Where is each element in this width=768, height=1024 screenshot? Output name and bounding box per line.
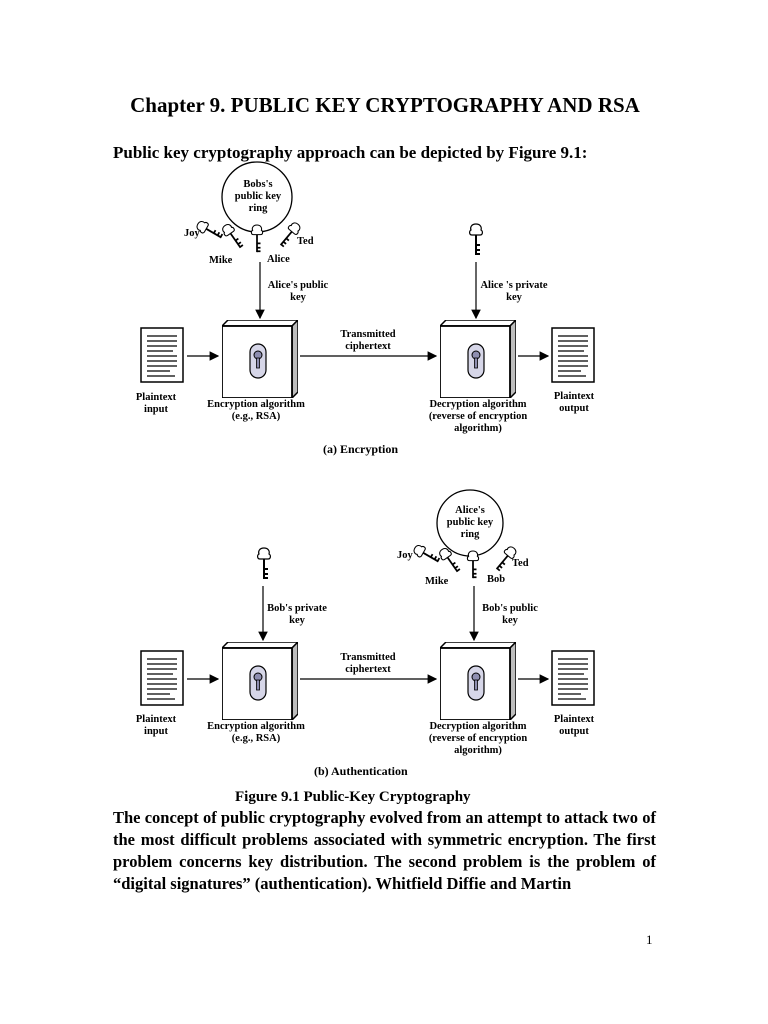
enc-key-a-label: Alice's public key	[267, 280, 329, 303]
plaintext-input-a: Plaintext input	[135, 392, 177, 415]
plaintext-output-a: Plaintext output	[553, 391, 595, 414]
ring-a-name-joy: Joy	[184, 228, 200, 239]
dec-key-a-label: Alice 's private key	[480, 280, 548, 303]
caption-b: (b) Authentication	[314, 764, 408, 778]
ring-b-name-bob: Bob	[487, 574, 506, 585]
plaintext-output-b: Plaintext output	[553, 714, 595, 737]
caption-a: (a) Encryption	[323, 442, 398, 456]
dec-alg-a-label: Decryption algorithm (reverse of encrypt…	[428, 399, 528, 434]
ring-a-name-alice: Alice	[267, 254, 290, 265]
ring-a-name-ted: Ted	[297, 236, 314, 247]
body-paragraph: The concept of public cryptography evolv…	[113, 808, 656, 893]
ring-b-label: Alice's public key ring	[446, 505, 494, 540]
transmitted-b-label: Transmitted ciphertext	[340, 652, 396, 675]
ring-b-name-ted: Ted	[512, 558, 529, 569]
dec-key-b-label: Bob's public key	[482, 603, 538, 626]
diagram-a	[140, 161, 595, 398]
page-title: Chapter 9. PUBLIC KEY CRYPTOGRAPHY AND R…	[130, 93, 640, 117]
dec-alg-b-label: Decryption algorithm (reverse of encrypt…	[428, 721, 528, 756]
ring-b-name-mike: Mike	[425, 576, 449, 587]
enc-alg-b-label: Encryption algorithm (e.g., RSA)	[207, 721, 305, 744]
ring-a-name-mike: Mike	[209, 255, 233, 266]
enc-key-b-label: Bob's private key	[267, 603, 327, 626]
diagram-b	[140, 489, 595, 720]
page-number: 1	[646, 932, 653, 947]
intro-text: Public key cryptography approach can be …	[113, 143, 588, 162]
figure-title: Figure 9.1 Public-Key Cryptography	[235, 789, 471, 805]
transmitted-a-label: Transmitted ciphertext	[340, 329, 396, 352]
ring-a-label: Bobs's public key ring	[234, 179, 282, 214]
plaintext-input-b: Plaintext input	[135, 714, 177, 737]
ring-b-name-joy: Joy	[397, 550, 413, 561]
enc-alg-a-label: Encryption algorithm (e.g., RSA)	[207, 399, 305, 422]
